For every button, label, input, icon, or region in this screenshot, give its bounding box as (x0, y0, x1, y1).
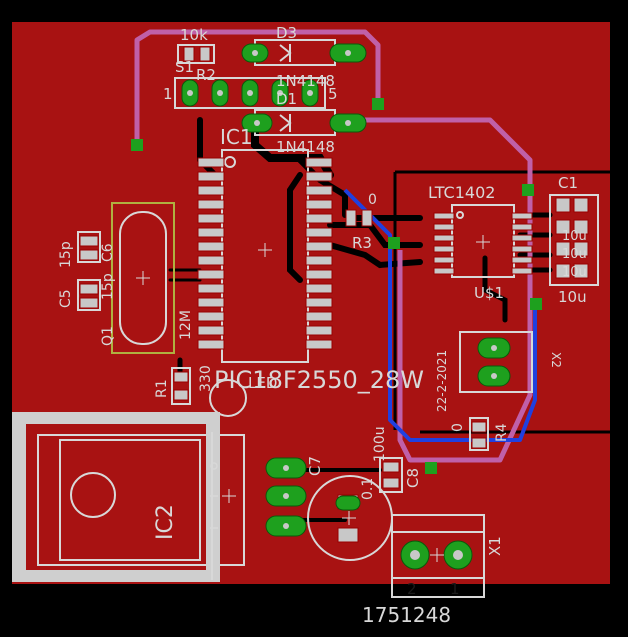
label-r4-value: 0 (450, 423, 466, 432)
label-c6-value: 15p (100, 273, 116, 300)
label-x1: X1 (486, 536, 504, 556)
label-c1: C1 (558, 174, 578, 192)
label-c5-value: 15p (58, 241, 74, 268)
label-d-lower-value: 1N4148 (276, 138, 335, 156)
label-ic1-value: PIC18F2550_28W (214, 366, 424, 394)
ic2-pin-markers (210, 462, 218, 529)
label-ic2: IC2 (153, 504, 178, 540)
pink-traces (134, 29, 533, 463)
drill-holes (187, 50, 497, 560)
label-u1: U$1 (474, 284, 504, 302)
label-x2: X2 (549, 352, 563, 368)
ltc-pins (433, 212, 533, 275)
label-r1-value: 330 (198, 365, 214, 392)
ic1-pins (197, 157, 333, 350)
label-c5: C5 (58, 289, 74, 308)
label-c-10u-b: 10u (562, 247, 587, 262)
label-c-10u-c: 10u (562, 265, 587, 280)
label-pin-5: 5 (328, 85, 338, 103)
label-c8: C8 (404, 468, 422, 488)
label-s1: S1 (175, 58, 194, 76)
label-ic1: IC1 (220, 125, 253, 149)
label-d3: D3 (276, 24, 297, 42)
label-ltc: LTC1402 (428, 183, 495, 202)
label-c7: C7 (306, 456, 324, 476)
origin-marks (136, 235, 490, 562)
label-d3-value: 1N4148 (276, 72, 335, 90)
label-c6: C6 (100, 243, 116, 262)
label-c8-value: 100u (372, 426, 388, 462)
label-c7-value: 0.1 (360, 478, 376, 500)
label-pin-1: 1 (163, 85, 173, 103)
pour-outlines (393, 170, 612, 434)
label-q1-value: 12M (178, 310, 194, 340)
label-date: 22-2-2021 (435, 350, 449, 412)
label-c-10u: 10u (558, 288, 587, 306)
label-terminal-1: 1 (450, 580, 460, 598)
label-part-number: 1751248 (362, 603, 451, 627)
ic2-heatsink (12, 412, 220, 582)
label-r4: R4 (494, 423, 510, 442)
label-q1: Q1 (100, 326, 116, 346)
label-led: LED (248, 374, 277, 392)
label-terminal-2: 2 (407, 580, 417, 598)
label-c-10u-a: 10u (562, 229, 587, 244)
label-r3: R3 (352, 234, 372, 252)
label-r2: R2 (196, 66, 216, 84)
label-d1: D1 (276, 90, 297, 108)
vias (131, 98, 542, 474)
label-r3-value: 0 (368, 192, 377, 208)
blue-traces (343, 188, 537, 442)
silk-labels: 10k D3 1N4148 S1 R2 1 D1 5 1N4148 IC1 PI… (58, 24, 587, 627)
label-10k: 10k (180, 26, 208, 44)
label-r1: R1 (154, 379, 170, 398)
